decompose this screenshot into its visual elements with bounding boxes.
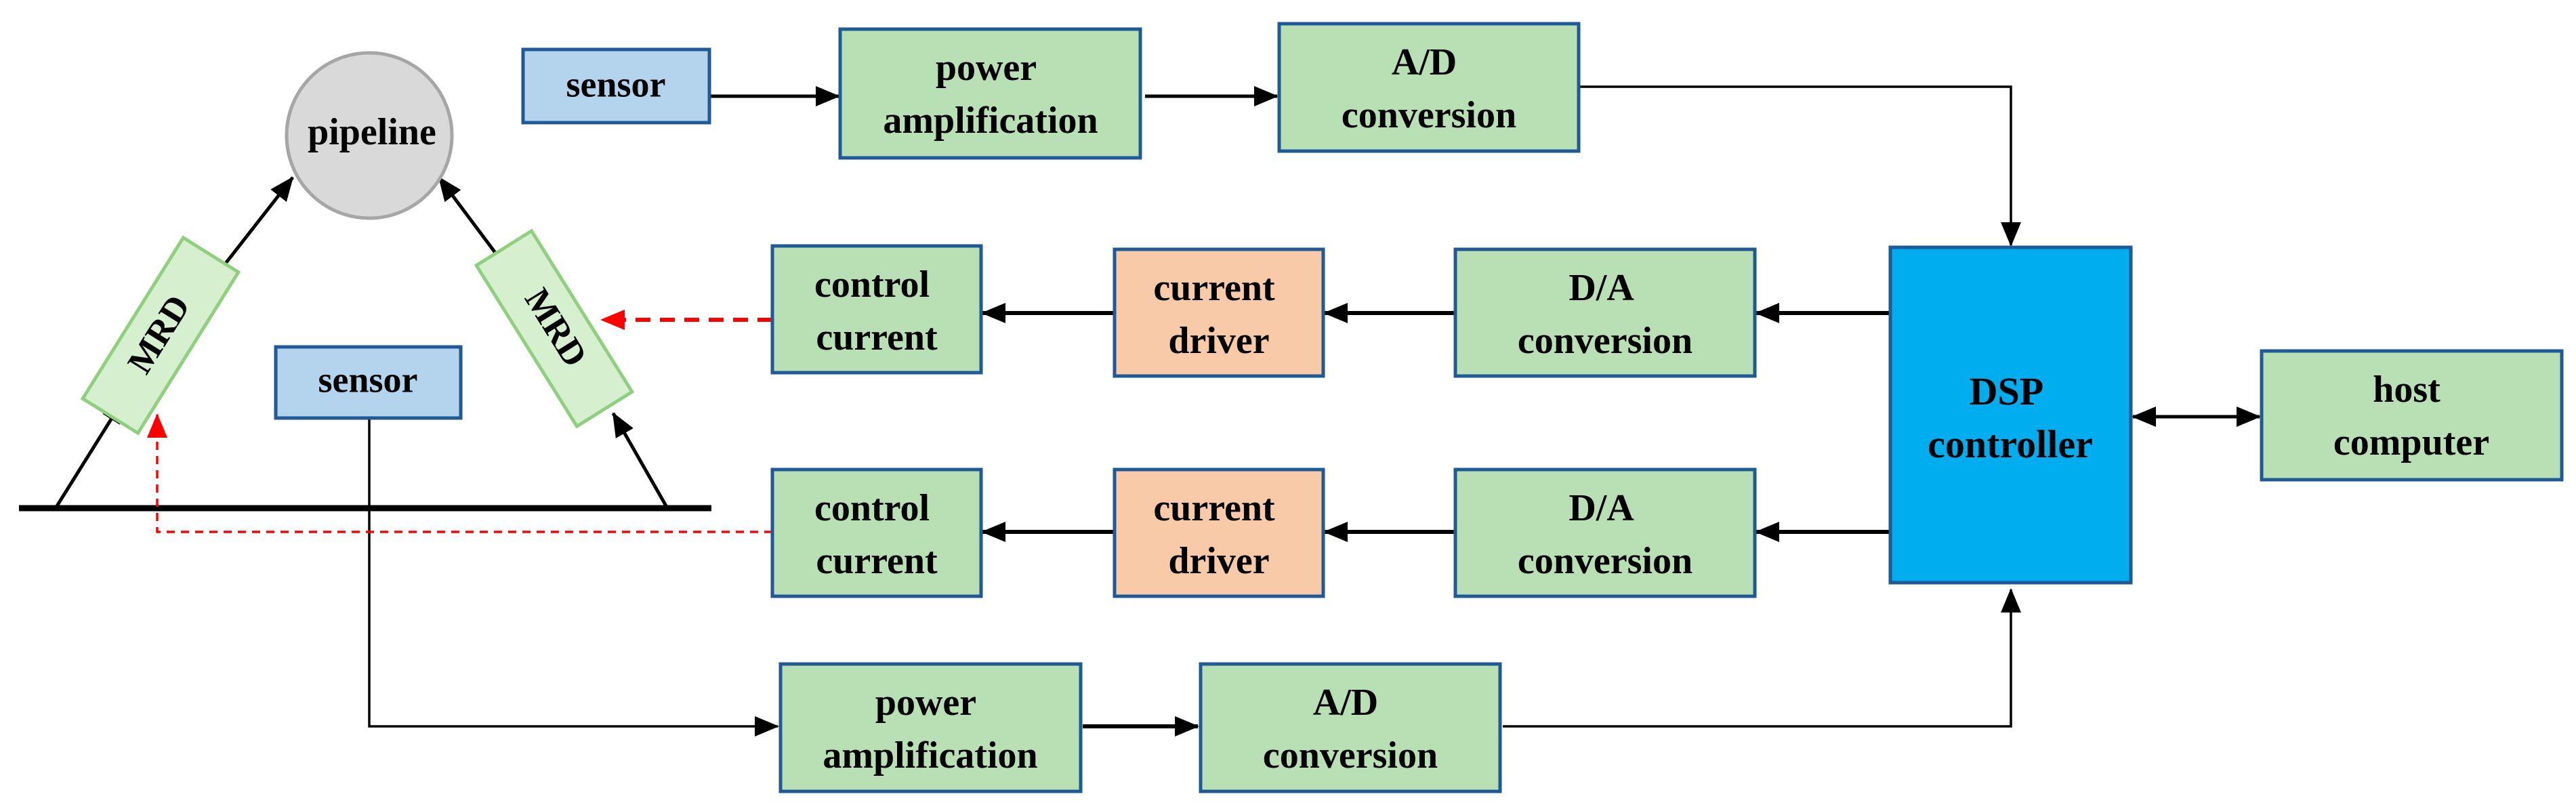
connectors: [19, 85, 2261, 737]
host-computer-node: host computer: [2260, 349, 2564, 482]
power-amp-top-line1: power: [936, 47, 1036, 89]
da-1-line2: conversion: [1518, 320, 1692, 362]
ad-top-line2: conversion: [1342, 94, 1516, 136]
power-amp-top-node: power amplification: [838, 27, 1142, 160]
ad-bottom-node: A/D conversion: [1199, 662, 1502, 793]
host-line2: computer: [2333, 421, 2489, 463]
da-2-line1: D/A: [1569, 487, 1634, 529]
ad-top-line1: A/D: [1392, 41, 1457, 83]
arrow-mrd-left-to-pipeline: [221, 176, 294, 269]
svg-text:A/D conversion: A/D conversion: [1263, 682, 1438, 776]
arrow-mrd-right-to-pipeline: [437, 176, 503, 262]
svg-text:control current: control current: [814, 487, 939, 582]
da-1-node: D/A conversion: [1453, 247, 1757, 378]
svg-text:D/A conversion: D/A conversion: [1518, 487, 1692, 582]
dsp-line1: DSP: [1970, 369, 2043, 413]
svg-text:current driver: current driver: [1153, 267, 1284, 362]
current-driver-2-line1: current: [1153, 487, 1275, 529]
da-2-node: D/A conversion: [1453, 468, 1757, 598]
svg-text:host computer: host computer: [2333, 369, 2489, 463]
ad-top-node: A/D conversion: [1277, 22, 1581, 153]
ad-bottom-line1: A/D: [1313, 682, 1378, 724]
sensor-left-label: sensor: [318, 359, 418, 400]
pipeline-node: pipeline: [285, 51, 454, 220]
arrow-ground-to-mrd-right: [611, 412, 669, 510]
sensor-left-node: sensor: [274, 345, 463, 420]
control-current-2-node: control current: [770, 468, 983, 598]
current-driver-1-line1: current: [1153, 267, 1275, 309]
current-driver-1-line2: driver: [1168, 320, 1269, 362]
power-amp-bottom-line1: power: [875, 682, 976, 724]
power-amp-bottom-line2: amplification: [823, 734, 1037, 776]
control-current-1-node: control current: [770, 244, 983, 375]
dsp-line2: controller: [1928, 422, 2093, 466]
da-1-line1: D/A: [1569, 267, 1634, 309]
ad-bottom-line2: conversion: [1263, 734, 1438, 776]
current-driver-2-line2: driver: [1168, 540, 1269, 582]
power-amp-bottom-node: power amplification: [778, 662, 1083, 793]
power-amp-top-line2: amplification: [883, 100, 1098, 142]
control-current-1-line2: current: [816, 316, 938, 358]
arrow-sensor-left-to-power-amp: [368, 419, 779, 737]
sensor-top-node: sensor: [521, 47, 711, 125]
svg-text:D/A conversion: D/A conversion: [1518, 267, 1692, 362]
host-line1: host: [2373, 369, 2440, 411]
svg-text:control current: control current: [814, 264, 939, 358]
control-current-2-line1: control: [814, 487, 930, 529]
control-current-1-line1: control: [814, 264, 930, 306]
mrd-right-node: MRD: [474, 228, 635, 429]
sensor-top-label: sensor: [566, 64, 666, 104]
svg-text:power amplification: power amplification: [823, 682, 1037, 776]
arrow-ad-bottom-to-dsp: [1503, 588, 2021, 728]
dashed-arrow-control-2-to-mrd-left: [147, 413, 772, 533]
svg-text:DSP controller: DSP controller: [1928, 369, 2093, 466]
pipeline-label: pipeline: [308, 111, 436, 153]
current-driver-2-node: current driver: [1113, 468, 1325, 598]
dsp-controller-node: DSP controller: [1888, 245, 2133, 585]
svg-text:current driver: current driver: [1153, 487, 1284, 582]
control-current-2-line2: current: [816, 540, 938, 582]
mrd-left-node: MRD: [80, 235, 241, 436]
arrow-ad-top-to-dsp: [1579, 85, 2021, 247]
current-driver-1-node: current driver: [1113, 247, 1325, 378]
da-2-line2: conversion: [1518, 540, 1692, 582]
svg-text:A/D conversion: A/D conversion: [1342, 41, 1516, 136]
svg-text:power amplification: power amplification: [883, 47, 1098, 142]
